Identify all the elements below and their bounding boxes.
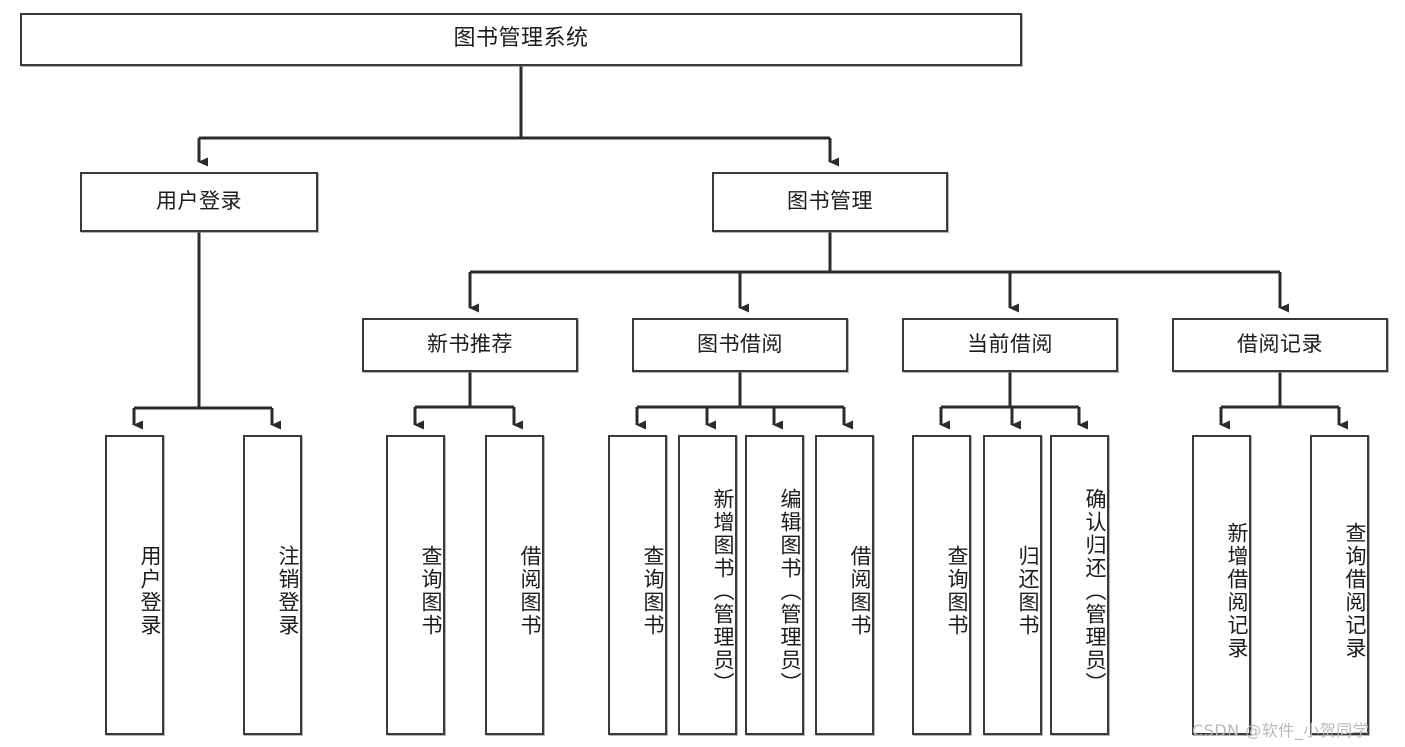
leaf-add-book-admin[interactable]: 新增图书（管理员） xyxy=(678,435,737,735)
node-new-book-recommend[interactable]: 新书推荐 xyxy=(362,318,578,372)
leaf-edit-book-admin[interactable]: 编辑图书（管理员） xyxy=(745,435,804,735)
leaf-borrow-book[interactable]: 借阅图书 xyxy=(815,435,874,735)
node-user-login[interactable]: 用户登录 xyxy=(80,172,318,232)
leaf-confirm-return-admin[interactable]: 确认归还（管理员） xyxy=(1050,435,1109,735)
leaf-query-book-borrow[interactable]: 查询图书 xyxy=(608,435,667,735)
node-book-borrow[interactable]: 图书借阅 xyxy=(632,318,848,372)
leaf-add-borrow-record[interactable]: 新增借阅记录 xyxy=(1192,435,1251,735)
leaf-borrow-book-recommend[interactable]: 借阅图书 xyxy=(485,435,544,735)
leaf-user-login[interactable]: 用户登录 xyxy=(105,435,164,735)
leaf-query-book-recommend[interactable]: 查询图书 xyxy=(386,435,445,735)
node-root-system[interactable]: 图书管理系统 xyxy=(20,13,1022,66)
leaf-return-book[interactable]: 归还图书 xyxy=(983,435,1042,735)
csdn-watermark: CSDN @软件_小贺同学 xyxy=(1192,721,1370,740)
leaf-logout[interactable]: 注销登录 xyxy=(243,435,302,735)
leaf-query-borrow-record[interactable]: 查询借阅记录 xyxy=(1310,435,1369,735)
node-book-management[interactable]: 图书管理 xyxy=(712,172,948,232)
leaf-query-book-current[interactable]: 查询图书 xyxy=(912,435,971,735)
node-current-borrow[interactable]: 当前借阅 xyxy=(902,318,1118,372)
node-borrow-record[interactable]: 借阅记录 xyxy=(1172,318,1388,372)
